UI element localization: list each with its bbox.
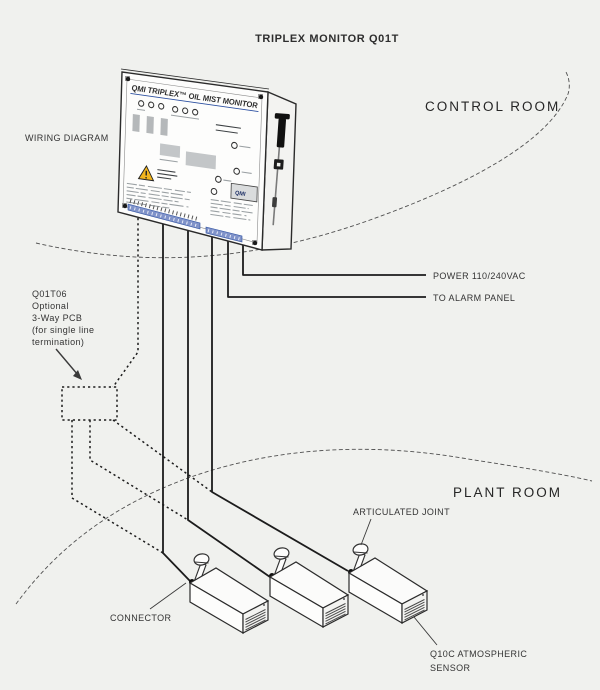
articulated-joint-head bbox=[273, 547, 290, 560]
cable-to-sensor-1 bbox=[162, 224, 191, 582]
lcd-display-1 bbox=[159, 143, 181, 158]
dashed-line-pcb-to-cable-1 bbox=[71, 420, 164, 554]
pcb-label-line-3: 3-Way PCB bbox=[32, 313, 82, 323]
articulated-joint-label: ARTICULATED JOINT bbox=[353, 507, 450, 517]
monitor-enclosure: QMI TRIPLEX™ OIL MIST MONITOR bbox=[117, 68, 297, 251]
control-room-label: CONTROL ROOM bbox=[425, 99, 560, 114]
joint-head-seam bbox=[353, 551, 368, 554]
articulated-joint-pointer bbox=[360, 518, 372, 546]
sensor-unit-3 bbox=[347, 543, 429, 625]
test-valve-handle bbox=[272, 113, 290, 226]
pcb-label-line-5: termination) bbox=[32, 337, 84, 347]
sensor-label-line-1: Q10C ATMOSPHERIC bbox=[430, 649, 527, 659]
terminal-strip-2-contacts bbox=[207, 229, 241, 241]
pcb-label-line-4: (for single line bbox=[32, 325, 94, 335]
pcb-label-arrow-line bbox=[55, 348, 79, 376]
corner-screws bbox=[122, 76, 264, 246]
spec-text-rows bbox=[126, 182, 253, 221]
vent-grille bbox=[404, 599, 425, 621]
articulated-joint-head bbox=[352, 543, 369, 556]
sensor-label-pointer bbox=[413, 616, 438, 646]
connector-label: CONNECTOR bbox=[110, 613, 172, 623]
bargraph-displays bbox=[132, 113, 168, 136]
vent-grille bbox=[245, 609, 266, 631]
cable-to-alarm-panel bbox=[227, 241, 426, 298]
warning-icon bbox=[137, 164, 155, 182]
pcb-label: Q01T06 Optional 3-Way PCB (for single li… bbox=[32, 289, 94, 347]
joint-head-seam bbox=[274, 555, 289, 558]
sensor-label: Q10C ATMOSPHERIC SENSOR bbox=[430, 649, 527, 673]
cable-to-sensor-2 bbox=[187, 231, 271, 578]
warning-text-block bbox=[157, 169, 178, 180]
end-face-screw bbox=[343, 598, 345, 600]
pcb-label-arrowhead bbox=[73, 370, 82, 380]
sensor-label-line-2: SENSOR bbox=[430, 663, 471, 673]
terminal-strip-1-contacts bbox=[129, 206, 199, 228]
sensor-unit-2 bbox=[268, 547, 350, 629]
power-label: POWER 110/240VAC bbox=[433, 271, 526, 281]
cable-power-supply bbox=[242, 245, 426, 276]
terminal-strip-2 bbox=[205, 226, 243, 243]
panel-small-text bbox=[215, 129, 238, 134]
plant-room-boundary bbox=[15, 448, 593, 605]
lcd-display-2 bbox=[185, 151, 217, 170]
connector-pointer bbox=[149, 582, 187, 610]
vent-grille bbox=[325, 603, 346, 625]
logo-text: QMI bbox=[235, 190, 246, 198]
panel-header-underline bbox=[130, 92, 259, 113]
pcb-label-line-2: Optional bbox=[32, 301, 69, 311]
wiring-diagram-label: WIRING DIAGRAM bbox=[25, 133, 109, 143]
control-room-boundary bbox=[35, 71, 570, 259]
panel-small-text bbox=[215, 124, 241, 129]
articulated-joint-head bbox=[193, 553, 210, 566]
dashed-line-pcb-to-cable-2 bbox=[89, 420, 189, 521]
logo-box: QMI bbox=[230, 182, 258, 203]
alarm-panel-label: TO ALARM PANEL bbox=[433, 293, 515, 303]
joint-head-seam bbox=[194, 561, 209, 564]
pcb-box bbox=[61, 386, 118, 421]
end-face-screw bbox=[263, 604, 265, 606]
monitor-lid-edge bbox=[120, 68, 270, 90]
panel-buttons bbox=[210, 141, 252, 196]
sensor-unit-1 bbox=[188, 553, 270, 635]
led-indicators bbox=[136, 100, 199, 120]
dashed-line-monitor-to-pcb bbox=[112, 218, 139, 388]
plant-room-label: PLANT ROOM bbox=[453, 485, 562, 500]
end-face-screw bbox=[422, 594, 424, 596]
page-title: TRIPLEX MONITOR Q01T bbox=[255, 33, 399, 45]
cable-to-sensor-3 bbox=[211, 237, 349, 572]
lcd-1-caption bbox=[159, 158, 178, 163]
pcb-label-line-1: Q01T06 bbox=[32, 289, 67, 299]
